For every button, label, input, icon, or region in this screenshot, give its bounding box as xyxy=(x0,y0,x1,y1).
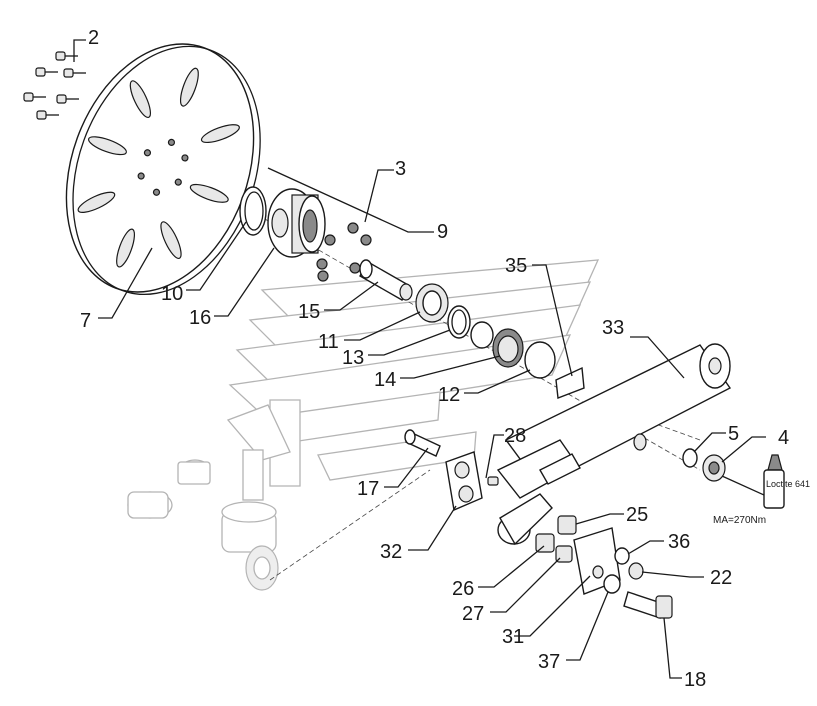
label-17: 17 xyxy=(357,478,379,500)
label-33: 33 xyxy=(602,317,624,339)
label-10: 10 xyxy=(161,283,183,305)
hex-nut xyxy=(702,454,726,482)
lock-plate xyxy=(555,366,585,399)
label-28: 28 xyxy=(504,425,526,447)
label-27: 27 xyxy=(462,603,484,625)
small-washers xyxy=(603,547,644,594)
pin xyxy=(404,429,441,457)
bearing xyxy=(415,283,449,323)
wheel-disc xyxy=(65,43,261,296)
label-37: 37 xyxy=(538,651,560,673)
label-12: 12 xyxy=(438,384,460,406)
label-31: 31 xyxy=(502,626,524,648)
arm-tube xyxy=(496,343,732,546)
hub-flange xyxy=(267,188,326,258)
label-26: 26 xyxy=(452,578,474,600)
label-13: 13 xyxy=(342,347,364,369)
shaft xyxy=(359,259,413,301)
small-pin xyxy=(487,476,499,486)
torque-note: MA=270Nm xyxy=(713,515,766,526)
small-washer xyxy=(682,448,698,468)
label-11: 11 xyxy=(318,331,339,353)
label-9: 9 xyxy=(437,221,448,243)
label-14: 14 xyxy=(374,369,396,391)
label-5: 5 xyxy=(728,423,739,445)
leader-lines xyxy=(73,39,766,679)
spacer-sleeve xyxy=(470,321,494,349)
washer-large xyxy=(524,341,556,379)
bolts xyxy=(23,51,86,120)
link-plate xyxy=(445,451,483,511)
bolt-large xyxy=(623,591,673,619)
label-32: 32 xyxy=(380,541,402,563)
wheel-slots xyxy=(77,67,240,268)
bottle-label: Loctite 641 xyxy=(766,479,810,489)
label-18: 18 xyxy=(684,669,706,691)
label-7: 7 xyxy=(80,310,91,332)
label-36: 36 xyxy=(668,531,690,553)
label-35: 35 xyxy=(505,255,527,277)
circlip-ring xyxy=(239,186,267,236)
shim-ring xyxy=(447,305,471,339)
label-3: 3 xyxy=(395,158,406,180)
label-25: 25 xyxy=(626,504,648,526)
label-22: 22 xyxy=(710,567,732,589)
loctite-bottle: Loctite 641 xyxy=(763,454,810,509)
label-2: 2 xyxy=(88,27,99,49)
part-labels: 2 3 9 7 10 16 15 11 13 14 12 35 33 5 4 2… xyxy=(80,27,789,691)
seal xyxy=(492,328,524,368)
nuts xyxy=(316,222,372,282)
label-16: 16 xyxy=(189,307,211,329)
label-15: 15 xyxy=(298,301,320,323)
label-4: 4 xyxy=(778,427,789,449)
bushings xyxy=(535,515,577,563)
